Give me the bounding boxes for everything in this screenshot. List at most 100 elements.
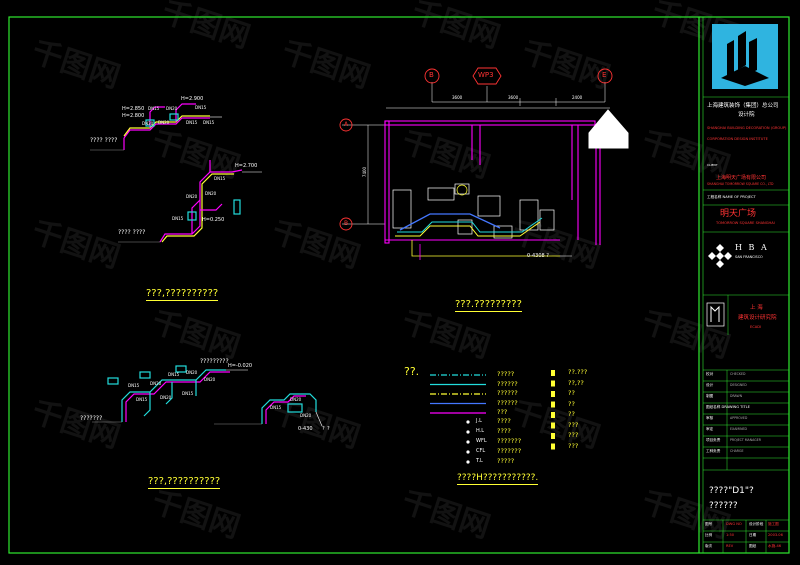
titleblock-row-value: CHARGE <box>730 449 744 453</box>
iso3-label-dn: DN15 <box>168 372 180 377</box>
legend-symbol-marker <box>551 412 555 418</box>
row-bubble-b <box>339 217 353 231</box>
iso3-label-dn: DN20 <box>186 370 198 375</box>
iso3-label-dn: DN15 <box>136 397 148 402</box>
plan-dim: 3600 <box>452 95 463 100</box>
plan-dim: 3600 <box>508 95 519 100</box>
iso1-label-dn: DN20 <box>142 121 154 126</box>
titleblock-row-value: CHECKED <box>730 372 746 376</box>
iso4-note-q1: ? <box>322 426 325 432</box>
company-en-2: CORPORATION DESIGN INSTITUTE <box>707 137 768 141</box>
iso3-note-top: ????????? <box>200 358 229 365</box>
titleblock-row-label: 图纸名称 DRAWING TITLE <box>706 405 750 409</box>
plan-note: 0-4308 ? <box>527 253 549 259</box>
legend-symbol-label: ??.??? <box>568 368 588 376</box>
legend-point-label: ???? <box>497 417 511 425</box>
iso1-label-dn: DN15 <box>195 105 207 110</box>
legend-line-label: ????? <box>497 370 515 378</box>
iso2-label-dn: DN20 <box>205 191 217 196</box>
iso3-label-h0020: H=-0.020 <box>228 363 253 369</box>
iso4-note: 0-430 <box>298 426 313 432</box>
legend-symbol-label: ??,?? <box>568 378 584 387</box>
legend-symbol-label: ?? <box>568 399 575 408</box>
institute-en: ECADI <box>750 325 762 329</box>
titleblock-bottom-cell: 2003.06 <box>768 533 783 537</box>
legend-symbol-marker <box>551 443 555 450</box>
iso3-label-dn: DN20 <box>204 377 216 382</box>
legend-point-code: WFL <box>476 438 487 444</box>
watermark-text: 千图网 <box>148 124 244 185</box>
iso1-label-dn: DN20 <box>166 106 178 111</box>
legend-point-marker <box>466 420 470 424</box>
iso1-label-dn: DN20 <box>158 120 170 125</box>
titleblock-row-value: DESIGNED <box>730 383 747 387</box>
iso3-label-dn: DN20 <box>160 395 172 400</box>
iso4-label-dn: DN20 <box>290 397 302 402</box>
client-cn: 上海明天广场有限公司 <box>716 175 767 181</box>
titleblock-row-value: PROJECT MANAGER <box>730 438 761 442</box>
legend-symbol-marker <box>551 422 555 429</box>
iso4-label-dn: DN20 <box>300 413 312 418</box>
iso-title-2: ???,?????????? <box>148 476 221 489</box>
iso2-label-dn: DN15 <box>172 216 184 221</box>
legend-point-label: ??????? <box>497 447 522 455</box>
watermark-text: 千图网 <box>28 394 124 455</box>
legend-point-label: ???? <box>497 427 511 435</box>
titleblock-bottom-cell: 日期 <box>749 533 757 537</box>
legend-point-label: ????? <box>497 457 515 465</box>
legend-line-label: ?????? <box>497 398 518 407</box>
titleblock-row-value: DRAWN <box>730 394 743 398</box>
grid-bubble-b <box>424 68 440 84</box>
iso2-label-dn: DN15 <box>214 176 226 181</box>
legend-point-code: T.L <box>476 458 483 464</box>
ecadi-logo <box>706 302 725 327</box>
legend-symbol-label: ??? <box>568 441 579 450</box>
legend-point-marker <box>466 430 470 434</box>
client-en: SHANGHAI TOMORROW SQUARE CO., LTD <box>707 182 774 186</box>
hba-name: H B A <box>735 243 769 252</box>
watermark-text: 千图网 <box>28 34 124 95</box>
project-label: 工程名称 NAME OF PROJECT <box>707 195 756 199</box>
titleblock-bottom-cell: 版次 <box>705 544 713 548</box>
watermark-text: 千图网 <box>508 214 604 275</box>
grid-bubble-b-label: B <box>429 71 434 79</box>
project-cn: 明天广场 <box>720 209 757 219</box>
legend-symbol-marker <box>551 370 555 376</box>
titleblock-bottom-cell: 水施-46 <box>768 544 782 548</box>
watermark-text: 千图网 <box>278 34 374 95</box>
iso1-label-h2900: H=2.900 <box>181 96 204 102</box>
grid-bubble-e-label: E <box>602 71 607 79</box>
legend-graphics <box>430 370 555 464</box>
iso1-label-h2850: H=2.850 <box>122 106 145 112</box>
isometric-diagram-3 <box>92 365 248 423</box>
project-en: TOMORROW SQUARE SHANGHAI <box>716 221 775 225</box>
titleblock-bottom-cell: REV <box>726 544 734 548</box>
isometric-diagram-1 <box>90 103 222 151</box>
iso3-label-dn: DN15 <box>128 383 140 388</box>
institute-name: 建筑设计研究院 <box>738 315 777 321</box>
drawing-title-2: ?????? <box>709 501 738 511</box>
titleblock-row-value: APPROVED <box>730 416 748 420</box>
legend-point-code: CFL <box>476 448 486 454</box>
iso1-label-dn: DN15 <box>186 120 198 125</box>
titleblock-row-label: 工种负责 <box>706 449 721 453</box>
iso2-label-h2700: H=2.700 <box>235 163 258 169</box>
isometric-diagram-4 <box>214 393 323 427</box>
titleblock-bottom-cell: 比例 <box>705 533 713 537</box>
row-bubble-b-label: B <box>344 220 349 227</box>
legend-point-label: ??????? <box>497 437 522 445</box>
titleblock-bottom-cell: 施工图 <box>768 522 779 526</box>
grid-bubble-e <box>597 68 613 84</box>
watermark-text: 千图网 <box>158 0 254 55</box>
legend-point-marker <box>466 450 470 454</box>
drawing-title-1: ????"D1"? <box>709 486 754 496</box>
titleblock-row-label: 设计 <box>706 383 714 387</box>
watermark-text: 千图网 <box>148 304 244 365</box>
title-block-lines <box>703 96 789 553</box>
legend-line-label: ??? <box>497 408 508 416</box>
titleblock-row-label: 制图 <box>706 394 714 398</box>
legend-symbol-marker <box>551 380 555 387</box>
iso-title-1: ???,?????????? <box>146 288 219 301</box>
iso1-label-dn: DN15 <box>203 120 215 125</box>
plan-dim-vertical: 7400 <box>362 166 368 178</box>
